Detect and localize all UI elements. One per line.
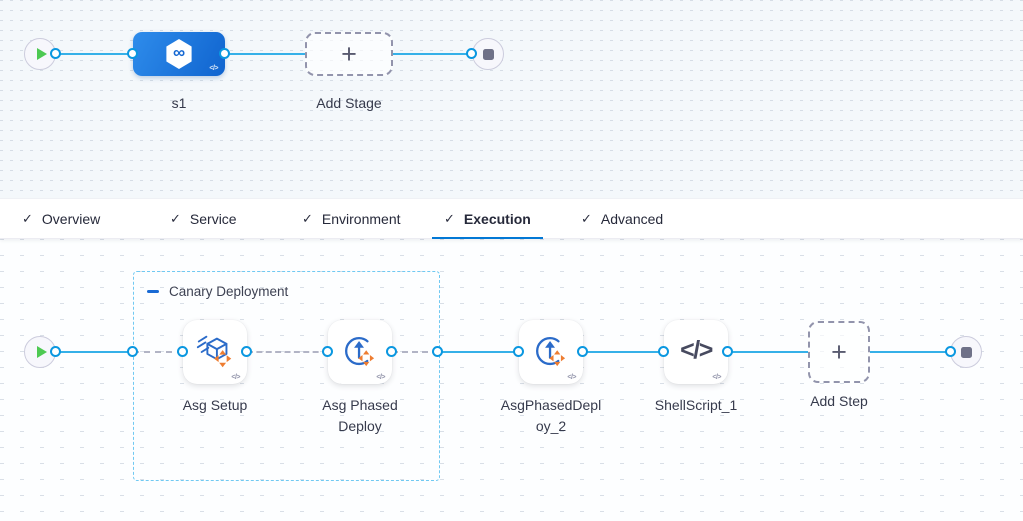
wire [583, 351, 664, 353]
code-badge-icon: </> [567, 374, 576, 381]
code-badge-icon: </> [712, 374, 721, 381]
wire [438, 351, 519, 353]
wire [56, 351, 133, 353]
connector-port [241, 346, 252, 357]
asg-setup-icon [196, 335, 232, 368]
check-icon: ✓ [444, 210, 455, 226]
harness-cd-stage-icon: ∞ [166, 39, 192, 69]
tab-environment[interactable]: ✓ Environment [302, 199, 401, 238]
wire-dashed [392, 351, 438, 353]
tab-label: Environment [321, 210, 401, 227]
code-badge-icon: </> [209, 65, 218, 72]
add-step-button[interactable]: + [808, 321, 870, 383]
tab-service[interactable]: ✓ Service [170, 199, 237, 238]
connector-port [577, 346, 588, 357]
add-stage-label: Add Stage [316, 95, 382, 111]
wire [225, 53, 305, 55]
connector-port [722, 346, 733, 357]
tab-label: Service [189, 210, 237, 227]
check-icon: ✓ [170, 210, 181, 226]
connector-port [177, 346, 188, 357]
connector-port [219, 48, 230, 59]
collapse-group-icon[interactable] [147, 290, 159, 293]
connector-port [945, 346, 956, 357]
step-group-canary-deployment: Canary Deployment [133, 271, 440, 481]
check-icon: ✓ [302, 210, 313, 226]
step-label: Asg Setup [182, 397, 248, 413]
stage-node-s1[interactable]: ∞ </> [133, 32, 225, 76]
connector-port [127, 346, 138, 357]
step-label: ShellScript_1 [654, 397, 738, 413]
wire [728, 351, 808, 353]
plus-icon: + [831, 336, 847, 367]
connector-port [658, 346, 669, 357]
check-icon: ✓ [22, 210, 33, 226]
check-icon: ✓ [581, 210, 592, 226]
tab-label: Advanced [600, 210, 664, 227]
tab-overview[interactable]: ✓ Overview [22, 199, 100, 238]
asg-phased-deploy-icon [345, 337, 375, 367]
stop-icon [482, 48, 494, 60]
tab-label: Execution [463, 210, 531, 227]
connector-port [50, 346, 61, 357]
wire [56, 53, 133, 55]
stage-canvas: ∞ </> + s1 Add Stage [0, 0, 1023, 198]
group-title: Canary Deployment [169, 284, 289, 299]
step-asg-phased-deploy-2[interactable]: </> [519, 320, 583, 384]
connector-port [127, 48, 138, 59]
play-icon [37, 346, 47, 358]
tab-execution[interactable]: ✓ Execution [432, 199, 543, 239]
tab-advanced[interactable]: ✓ Advanced [581, 199, 663, 238]
execution-canvas: Canary Deployment [0, 239, 1023, 521]
wire [393, 53, 468, 55]
shell-script-icon: </> [680, 335, 713, 364]
stop-icon [960, 346, 972, 358]
connector-port [386, 346, 397, 357]
connector-port [513, 346, 524, 357]
pipeline-end-node [472, 38, 504, 70]
tab-label: Overview [41, 210, 101, 227]
stage-label: s1 [171, 95, 187, 111]
stage-config-tab-bar: ✓ Overview ✓ Service ✓ Environment ✓ Exe… [0, 198, 1023, 239]
step-label: Asg Phased Deploy [322, 397, 398, 434]
connector-port [432, 346, 443, 357]
connector-port [322, 346, 333, 357]
code-badge-icon: </> [376, 374, 385, 381]
wire [870, 351, 951, 353]
plus-icon: + [341, 38, 357, 69]
code-badge-icon: </> [231, 374, 240, 381]
add-step-label: Add Step [810, 393, 868, 409]
group-header: Canary Deployment [147, 284, 288, 299]
wire-dashed [247, 351, 328, 353]
step-shellscript-1[interactable]: </> </> [664, 320, 728, 384]
wire-dashed [133, 351, 183, 353]
step-asg-setup[interactable]: </> [183, 320, 247, 384]
connector-port [50, 48, 61, 59]
step-asg-phased-deploy[interactable]: </> [328, 320, 392, 384]
play-icon [37, 48, 47, 60]
step-label: AsgPhasedDeploy_2 [500, 397, 602, 434]
add-stage-button[interactable]: + [305, 32, 393, 76]
connector-port [466, 48, 477, 59]
asg-phased-deploy-icon [536, 337, 566, 367]
